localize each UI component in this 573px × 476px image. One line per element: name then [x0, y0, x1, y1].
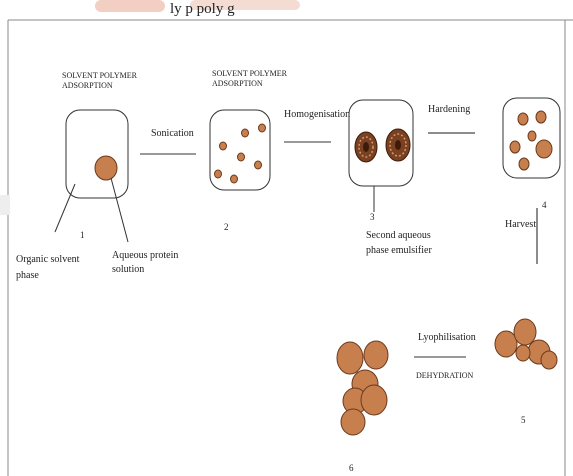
droplet: [231, 175, 238, 183]
dehydration-label: DEHYDRATION: [416, 371, 474, 380]
multiple-emulsion-droplet-right: [386, 129, 410, 161]
hardening-label: Hardening: [428, 104, 470, 115]
second-aqueous-label-2: phase emulsifier: [366, 245, 432, 256]
step2-title-line1: SOLVENT POLYMER: [212, 69, 288, 78]
microsphere: [541, 351, 557, 369]
droplet: [215, 170, 222, 178]
microsphere: [337, 342, 363, 374]
droplet: [242, 129, 249, 137]
homogenisation-label: Homogenisation: [284, 109, 350, 120]
step1-title-line2: ADSORPTION: [62, 81, 113, 90]
sonication-label: Sonication: [151, 128, 194, 139]
step-number-2: 2: [224, 222, 229, 232]
step-number-6: 6: [349, 463, 354, 473]
microsphere: [341, 409, 365, 435]
header-text: ly p poly g: [170, 1, 235, 17]
harvest-label: Harvest: [505, 219, 536, 230]
step-number-4: 4: [542, 200, 547, 210]
droplet: [259, 124, 266, 132]
step1-vessel: [66, 110, 128, 198]
microsphere: [364, 341, 388, 369]
step-number-3: 3: [370, 212, 375, 222]
step4-microspheres: [510, 111, 552, 170]
microsphere: [514, 319, 536, 345]
microsphere: [519, 158, 529, 170]
droplet: [220, 142, 227, 150]
multiple-emulsion-droplet-left: [355, 132, 377, 162]
organic-solvent-label-1: Organic solvent: [16, 254, 80, 265]
step1-title-line1: SOLVENT POLYMER: [62, 71, 138, 80]
droplet: [255, 161, 262, 169]
step2-droplets: [215, 124, 266, 183]
header-accent-blob: [95, 0, 165, 12]
step6-dried-microspheres: [337, 341, 388, 435]
aqueous-protein-label-1: Aqueous protein: [112, 250, 178, 261]
microsphere: [536, 111, 546, 123]
step-number-5: 5: [521, 415, 526, 425]
microsphere: [528, 131, 536, 141]
microsphere: [516, 345, 530, 361]
aqueous-protein-label-2: solution: [112, 264, 144, 275]
second-aqueous-label-1: Second aqueous: [366, 230, 431, 241]
microsphere: [518, 113, 528, 125]
organic-solvent-label-2: phase: [16, 270, 39, 281]
microsphere: [495, 331, 517, 357]
lyophilisation-label: Lyophilisation: [418, 332, 476, 343]
droplet: [238, 153, 245, 161]
microsphere: [361, 385, 387, 415]
step-number-1: 1: [80, 230, 85, 240]
page-edge-mark: [0, 195, 10, 215]
organic-solvent-pointer: [55, 184, 75, 232]
step2-title-line2: ADSORPTION: [212, 79, 263, 88]
microsphere: [510, 141, 520, 153]
microsphere: [536, 140, 552, 158]
step5-microsphere-cluster: [495, 319, 557, 369]
aqueous-droplet: [95, 156, 117, 180]
aqueous-protein-pointer: [111, 178, 128, 242]
